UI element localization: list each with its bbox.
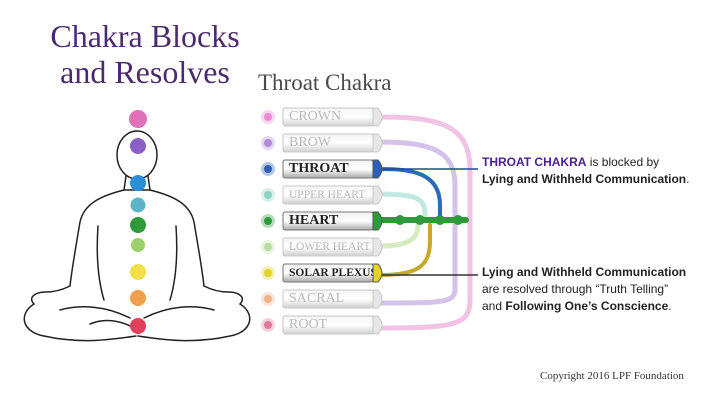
block-note: THROAT CHAKRA is blocked by Lying and Wi… [482, 154, 712, 188]
upper-heart-tube-cap [372, 185, 383, 205]
subtitle: Throat Chakra [258, 70, 392, 95]
block-note-cause: Lying and Withheld Communication [482, 172, 687, 186]
block-note-subject: THROAT CHAKRA [482, 155, 587, 169]
resolve-note-and: and [482, 299, 506, 313]
brow-dot [264, 139, 272, 147]
main-title-line2: and Resolves [60, 54, 230, 90]
chakra-label-root: ROOT [289, 317, 328, 332]
chakra-label-brow: BROW [289, 135, 331, 150]
figure-root-dot [130, 318, 146, 334]
lower-heart-tube-cap [372, 237, 383, 257]
block-note-verb: is blocked by [586, 155, 660, 169]
lower-heart-dot [264, 243, 272, 251]
figure-chakra-dots [129, 110, 147, 334]
figure-upper-heart-dot [130, 197, 146, 213]
chakra-label-throat: THROAT [289, 161, 349, 176]
solar-plexus-dot [264, 269, 272, 277]
meditating-figure [23, 130, 251, 342]
throat-tube-cap [372, 159, 383, 179]
sacral-tube-cap [372, 289, 383, 309]
chakra-label-solar-plexus: SOLAR PLEXUS [289, 267, 373, 279]
sacral-dot [264, 295, 272, 303]
copyright: Copyright 2016 LPF Foundation [540, 370, 684, 382]
figure-crown-dot [129, 110, 147, 128]
heart-dot [264, 217, 272, 225]
figure-heart-dot [130, 217, 146, 233]
figure-brow-dot [130, 138, 146, 154]
crown-dot [264, 113, 272, 121]
chakra-label-upper-heart: UPPER HEART [289, 189, 366, 201]
solar-plexus-tube-cap [372, 263, 383, 283]
resolve-note-period: . [668, 299, 672, 313]
main-title: Chakra Blocks and Resolves [30, 18, 260, 90]
resolve-note-means: are resolved through “Truth Telling” [482, 282, 669, 296]
resolve-note: Lying and Withheld Communication are res… [482, 264, 712, 315]
main-title-line1: Chakra Blocks [50, 18, 240, 54]
figure-sacral-dot [130, 290, 146, 306]
chakra-label-crown: CROWN [289, 109, 342, 124]
root-tube-cap [372, 315, 383, 335]
chakra-label-sacral: SACRAL [289, 291, 345, 306]
heart-tube-cap [372, 211, 383, 231]
brow-tube-cap [372, 133, 383, 153]
figure-lower-heart-dot [131, 238, 145, 252]
connector-lines [377, 114, 473, 331]
upper-heart-dot [264, 191, 272, 199]
figure-throat-dot [130, 175, 146, 191]
resolve-note-subject: Lying and Withheld Communication [482, 265, 687, 279]
chakra-rows [261, 107, 383, 335]
resolve-note-conscience: Following One’s Conscience [505, 299, 669, 313]
root-dot [264, 321, 272, 329]
crown-tube-cap [372, 107, 383, 127]
chakra-label-lower-heart: LOWER HEART [289, 241, 371, 253]
chakra-label-heart: HEART [289, 213, 339, 228]
figure-solar-plexus-dot [130, 264, 146, 280]
throat-dot [264, 165, 272, 173]
block-note-period: . [686, 172, 690, 186]
